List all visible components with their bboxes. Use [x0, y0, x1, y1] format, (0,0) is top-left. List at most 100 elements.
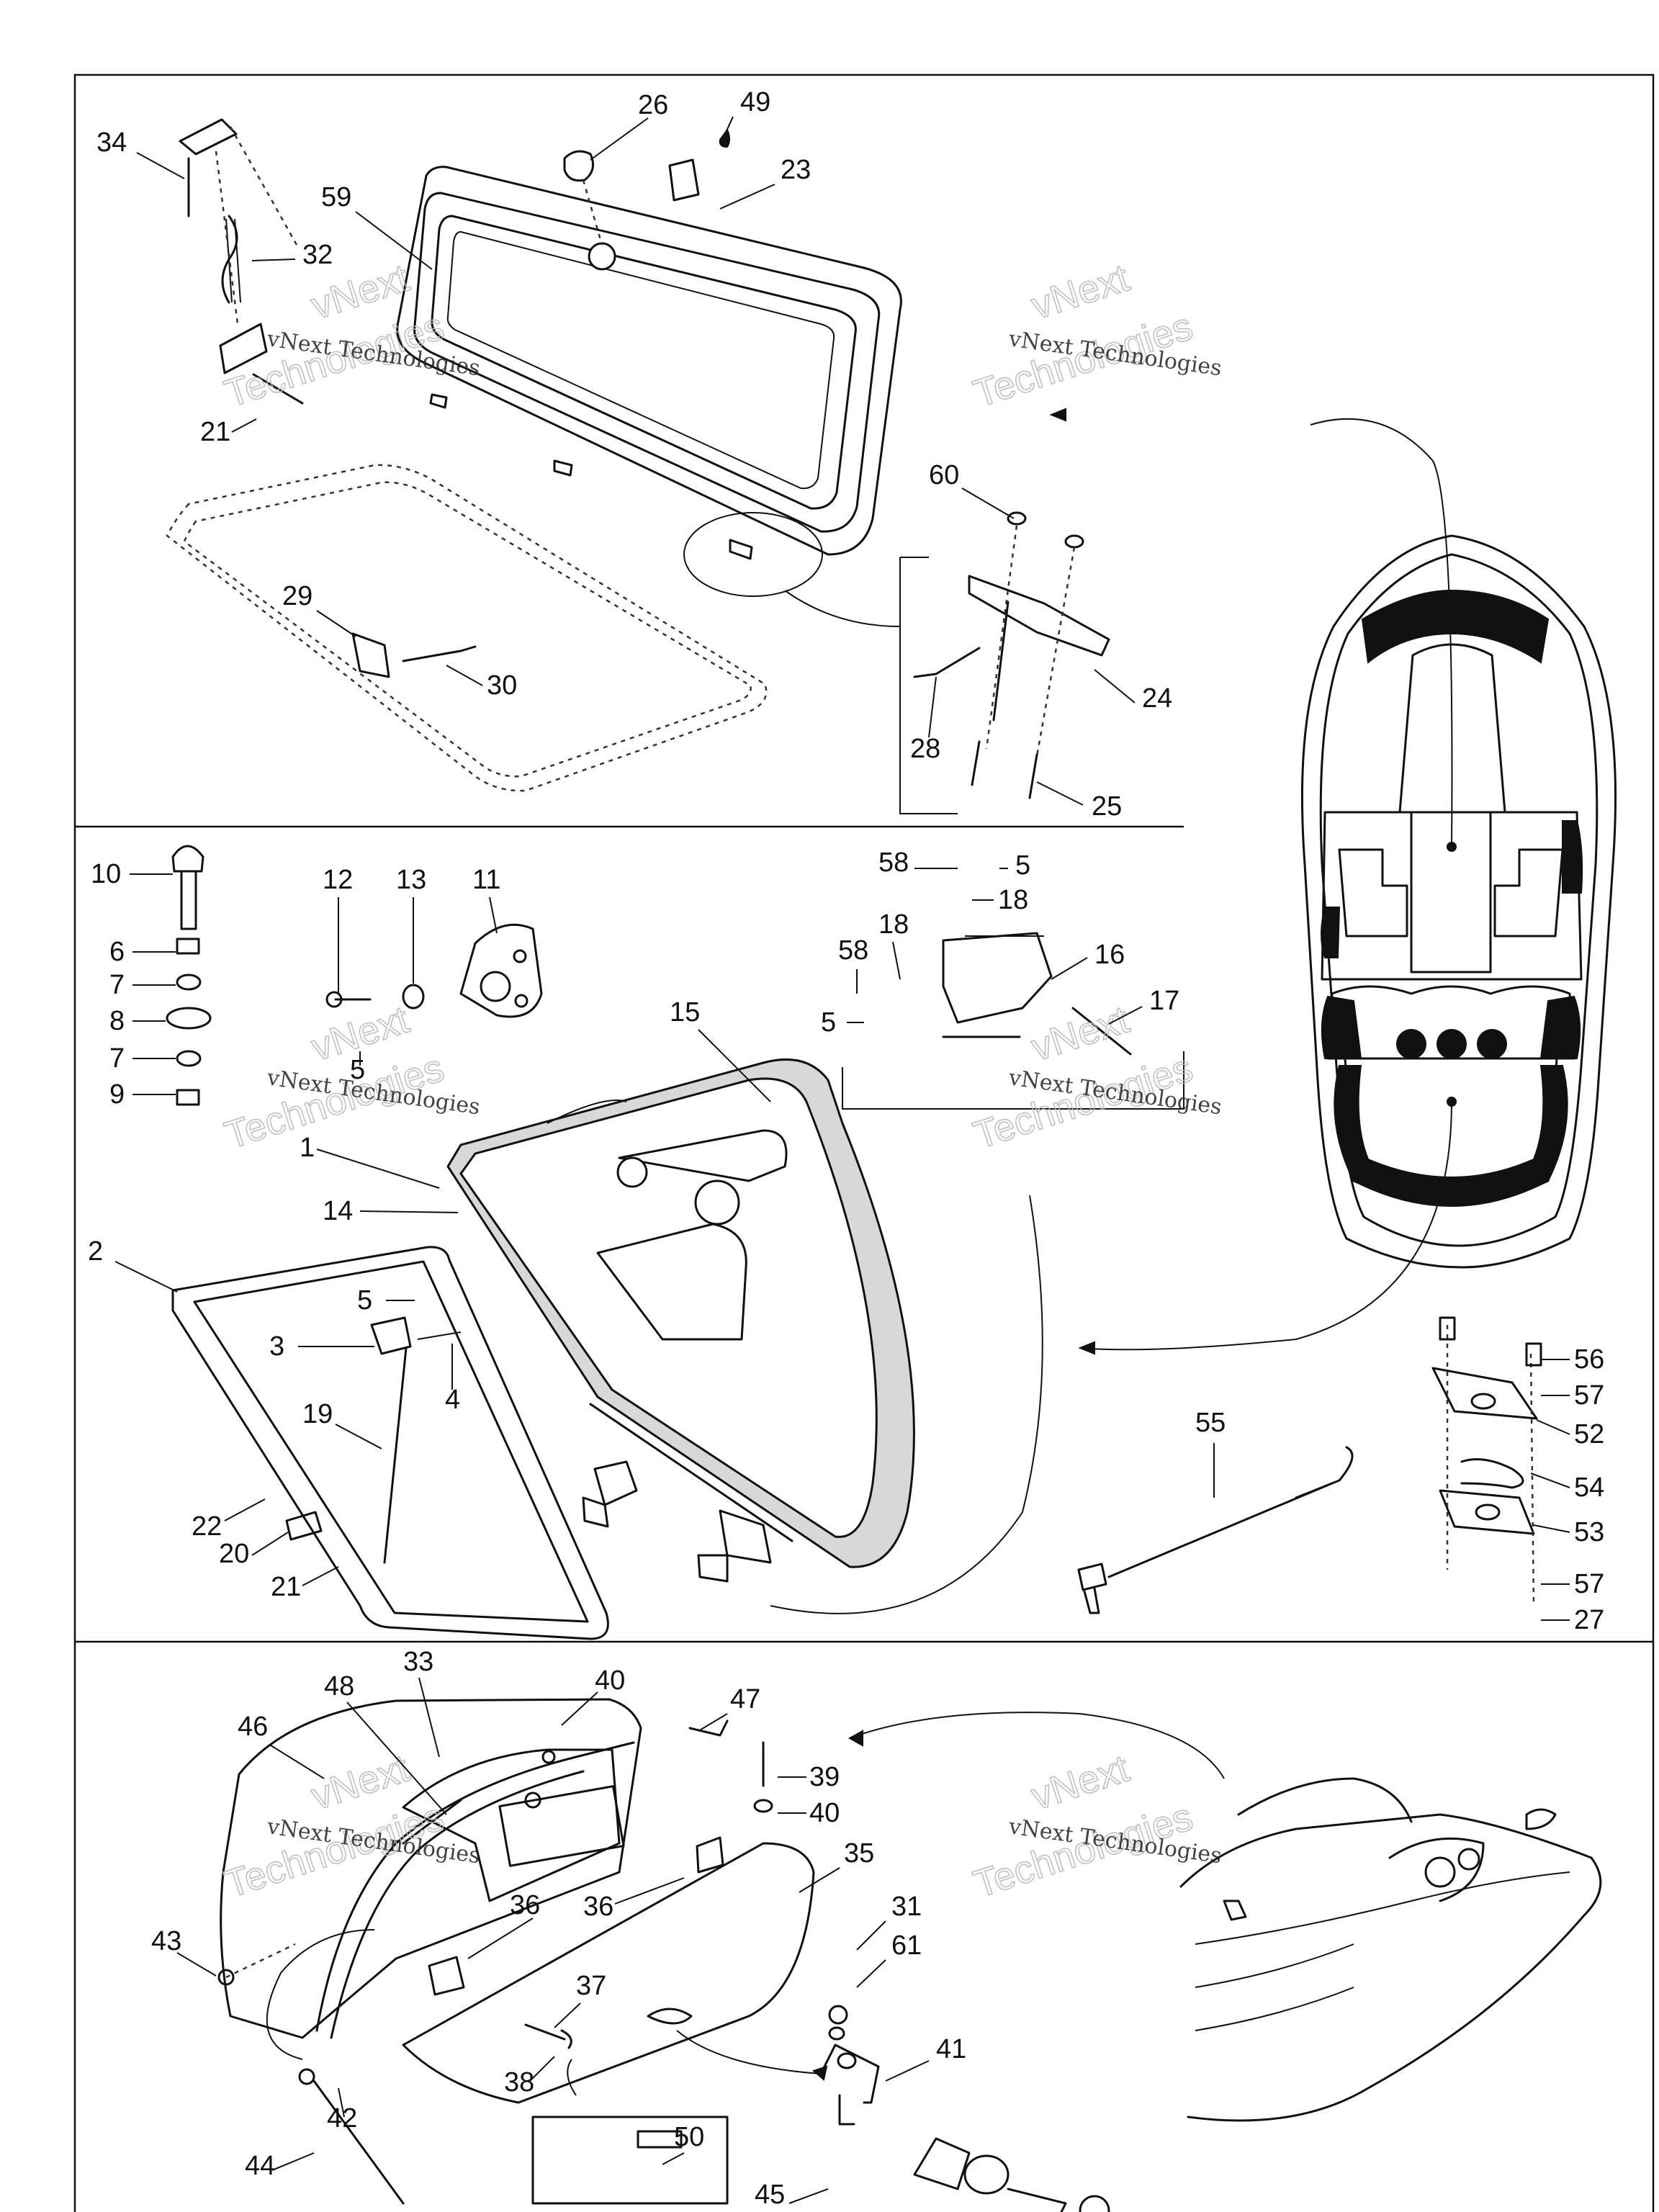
hatch-opening-outline [166, 464, 768, 792]
callout-number: 59 [321, 182, 351, 212]
callout-number: 12 [323, 865, 353, 895]
watercraft-side-view [848, 1712, 1602, 2122]
latch-assembly [531, 2005, 1110, 2212]
callout-number: 35 [844, 1838, 874, 1869]
watercraft-top-view [1049, 408, 1617, 1355]
callout-number: 16 [1094, 940, 1125, 970]
callout-number: 25 [1092, 791, 1122, 822]
callout-number: 29 [282, 581, 313, 611]
callout-leader [788, 2188, 829, 2204]
callout-number: 52 [1574, 1419, 1604, 1449]
callout-leader [698, 1713, 728, 1732]
callout-leader [725, 116, 734, 133]
mount-plates [1431, 1316, 1542, 1606]
callout-leader [928, 676, 937, 738]
callout-number: 56 [1574, 1344, 1604, 1375]
gas-strut [285, 1316, 462, 1564]
callout-number: 31 [891, 1892, 922, 1922]
choke-cable [1077, 1446, 1354, 1614]
callout-number: 33 [403, 1647, 433, 1677]
callout-leader [316, 1148, 440, 1189]
callout-number: 48 [324, 1671, 354, 1701]
callout-number: 34 [96, 127, 127, 158]
callout-leader [662, 2152, 685, 2165]
callout-leader [590, 117, 649, 161]
callout-number: 57 [1574, 1569, 1604, 1599]
callout-leader [892, 941, 901, 980]
storage-bin [446, 1058, 915, 1568]
hatch-lid [396, 166, 902, 560]
callout-leader [114, 1261, 178, 1292]
callout-leader [224, 1498, 266, 1521]
callout-number: 4 [445, 1385, 460, 1415]
bin-hinge-plate [842, 932, 1184, 1110]
callout-number: 13 [396, 865, 426, 895]
bushing-set [325, 923, 543, 1018]
callout-leader [961, 487, 1015, 519]
callout-number: 3 [269, 1331, 284, 1362]
callout-number: 46 [238, 1712, 268, 1742]
callout-number: 58 [838, 935, 868, 966]
callout-leader [1051, 957, 1088, 980]
callout-leader [489, 896, 498, 934]
callout-number: 43 [151, 1926, 181, 1956]
callout-number: 21 [200, 417, 230, 447]
callout-number: 40 [809, 1798, 840, 1828]
callout-number: 40 [595, 1665, 625, 1696]
callout-number: 22 [192, 1511, 222, 1542]
callout-leader [698, 1029, 771, 1102]
svg-text:vNext: vNext [1026, 1747, 1134, 1819]
callout-number: 57 [1574, 1380, 1604, 1411]
callout-leader [231, 418, 257, 433]
callout-number: 9 [109, 1079, 125, 1110]
callout-leader [529, 2056, 555, 2082]
callout-number: 18 [998, 885, 1028, 915]
bin-hinges [582, 1195, 1043, 1614]
callout-leader [1533, 1524, 1570, 1533]
svg-text:vNext: vNext [1026, 256, 1134, 328]
callout-number: 44 [245, 2151, 275, 2181]
hatch-lock-bracket [351, 632, 477, 678]
callout-number: 21 [271, 1572, 301, 1602]
callout-number: 14 [323, 1196, 353, 1226]
callout-number: 1 [300, 1133, 315, 1163]
callout-number: 8 [109, 1006, 125, 1036]
callout-number: 30 [487, 670, 517, 701]
callout-number: 53 [1574, 1517, 1604, 1547]
diagram-frame [73, 73, 1655, 2212]
callout-number: 36 [510, 1890, 540, 1920]
callout-number: 60 [929, 460, 959, 490]
callout-leader [446, 665, 483, 686]
callout-number: 39 [809, 1762, 840, 1792]
spring-assembly [179, 118, 304, 405]
callout-number: 32 [302, 240, 333, 270]
glove-box-tray [402, 1836, 815, 2104]
callout-leader [338, 2087, 345, 2118]
callout-number: 24 [1142, 683, 1172, 714]
bumper-stack [166, 845, 212, 1106]
callout-number: 49 [740, 87, 770, 117]
callout-leader [1108, 1006, 1143, 1025]
callout-number: 27 [1574, 1605, 1604, 1635]
callout-number: 58 [878, 848, 909, 878]
callout-number: 26 [638, 90, 668, 120]
callout-number: 55 [1195, 1408, 1226, 1438]
callout-leader [271, 2152, 315, 2171]
callout-number: 47 [730, 1684, 760, 1714]
callout-leader [1536, 1419, 1570, 1435]
storage-bin-gasket [171, 1246, 609, 1640]
callout-leader [316, 610, 356, 637]
callout-leader [856, 1959, 886, 1988]
callout-number: 5 [1015, 850, 1030, 881]
callout-number: 2 [88, 1236, 103, 1267]
callout-number: 5 [350, 1055, 365, 1085]
hatch-latch-parts [563, 127, 730, 246]
callout-leader [885, 2060, 930, 2082]
callout-leader [799, 1867, 840, 1893]
callout-leader [418, 1677, 440, 1758]
callout-leader [346, 1701, 447, 1815]
callout-leader [561, 1691, 598, 1726]
callout-leader [302, 1566, 339, 1586]
callout-leader [467, 1917, 534, 1959]
